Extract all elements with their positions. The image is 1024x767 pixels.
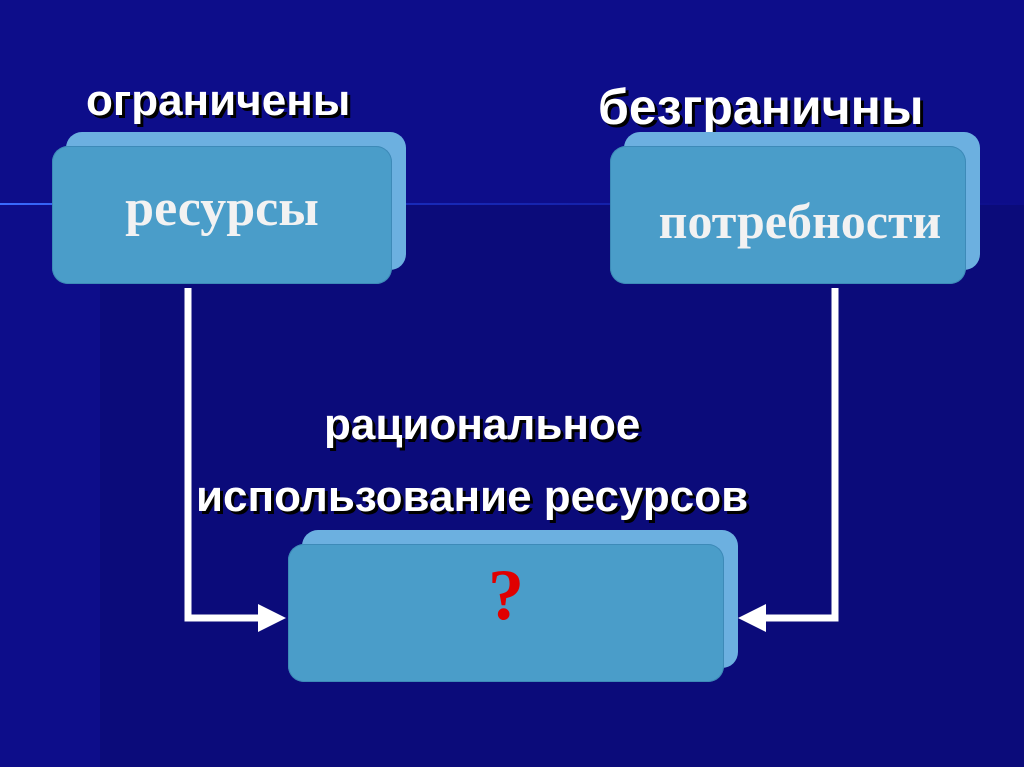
result-box: ?: [288, 530, 738, 682]
limited-heading: ограничены: [86, 76, 351, 125]
rational-line-2: использование ресурсов: [196, 472, 749, 521]
left-connector-line: [184, 288, 262, 622]
resources-label: ресурсы: [125, 179, 319, 237]
right-arrow-head: [738, 604, 766, 632]
resources-box: ресурсы: [52, 132, 406, 284]
left-arrow-head: [258, 604, 286, 632]
result-box-front: ?: [288, 544, 724, 682]
right-connector-line: [762, 288, 839, 622]
needs-box: потребности: [610, 132, 980, 284]
resources-box-front: ресурсы: [52, 146, 392, 284]
needs-box-front: потребности: [610, 146, 966, 284]
background-accent-line: [0, 203, 1024, 205]
question-mark: ?: [488, 555, 524, 635]
needs-label: потребности: [658, 193, 942, 249]
unlimited-heading: безграничны: [598, 79, 924, 135]
rational-line-1: рациональное: [324, 400, 641, 449]
